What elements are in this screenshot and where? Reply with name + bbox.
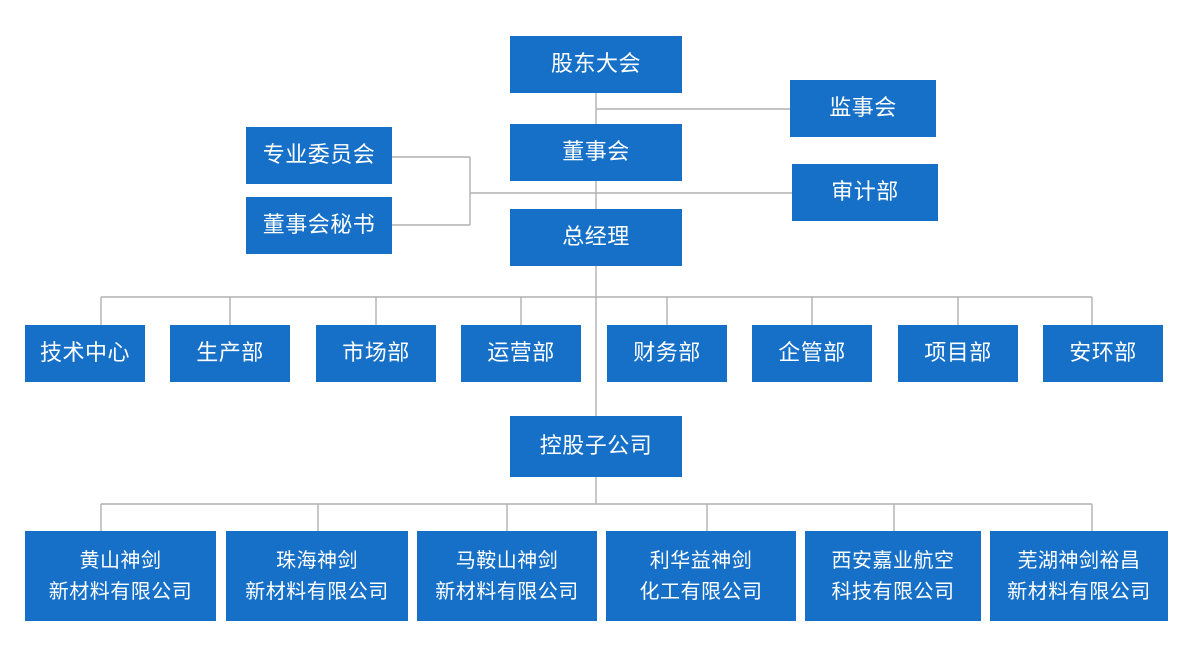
subsidiary-box: 黄山神剑 新材料有限公司	[25, 531, 216, 621]
board-secretary-label: 董事会秘书	[262, 212, 376, 238]
supervisory-board-label: 监事会	[829, 95, 897, 121]
subsidiary-box: 珠海神剑 新材料有限公司	[226, 531, 408, 621]
department-label: 安环部	[1069, 340, 1137, 366]
general-manager-box: 总经理	[510, 209, 682, 266]
audit-department-label: 审计部	[831, 179, 899, 205]
department-label: 运营部	[487, 340, 555, 366]
subsidiary-box: 芜湖神剑裕昌 新材料有限公司	[990, 531, 1168, 621]
shareholders-meeting-label: 股东大会	[550, 51, 641, 77]
shareholders-meeting-box: 股东大会	[510, 36, 682, 93]
subsidiary-label: 黄山神剑 新材料有限公司	[48, 548, 193, 603]
department-label: 项目部	[924, 340, 992, 366]
department-box-marketing: 市场部	[316, 325, 436, 382]
department-box-projects: 项目部	[898, 325, 1018, 382]
general-manager-label: 总经理	[562, 224, 630, 250]
department-label: 技术中心	[39, 340, 130, 366]
department-box-operations: 运营部	[461, 325, 581, 382]
subsidiary-label: 西安嘉业航空 科技有限公司	[831, 548, 955, 603]
subsidiary-box: 西安嘉业航空 科技有限公司	[805, 531, 981, 621]
department-box-tech-center: 技术中心	[25, 325, 145, 382]
subsidiary-box: 马鞍山神剑 新材料有限公司	[417, 531, 597, 621]
subsidiary-label: 珠海神剑 新材料有限公司	[245, 548, 389, 603]
special-committees-label: 专业委员会	[262, 142, 376, 168]
holding-subsidiaries-label: 控股子公司	[539, 433, 653, 459]
board-of-directors-label: 董事会	[562, 139, 630, 165]
special-committees-box: 专业委员会	[246, 127, 392, 184]
holding-subsidiaries-box: 控股子公司	[510, 416, 682, 477]
board-of-directors-box: 董事会	[510, 124, 682, 181]
supervisory-board-box: 监事会	[790, 80, 936, 137]
department-label: 市场部	[342, 340, 410, 366]
department-box-production: 生产部	[170, 325, 290, 382]
department-label: 生产部	[196, 340, 264, 366]
department-label: 企管部	[778, 340, 846, 366]
board-secretary-box: 董事会秘书	[246, 197, 392, 254]
department-box-management: 企管部	[752, 325, 872, 382]
subsidiary-box: 利华益神剑 化工有限公司	[606, 531, 796, 621]
department-box-finance: 财务部	[607, 325, 727, 382]
subsidiary-label: 利华益神剑 化工有限公司	[639, 548, 763, 603]
department-box-safety-environment: 安环部	[1043, 325, 1163, 382]
audit-department-box: 审计部	[792, 164, 938, 221]
department-label: 财务部	[633, 340, 701, 366]
subsidiary-label: 芜湖神剑裕昌 新材料有限公司	[1007, 548, 1151, 603]
subsidiary-label: 马鞍山神剑 新材料有限公司	[435, 548, 579, 603]
